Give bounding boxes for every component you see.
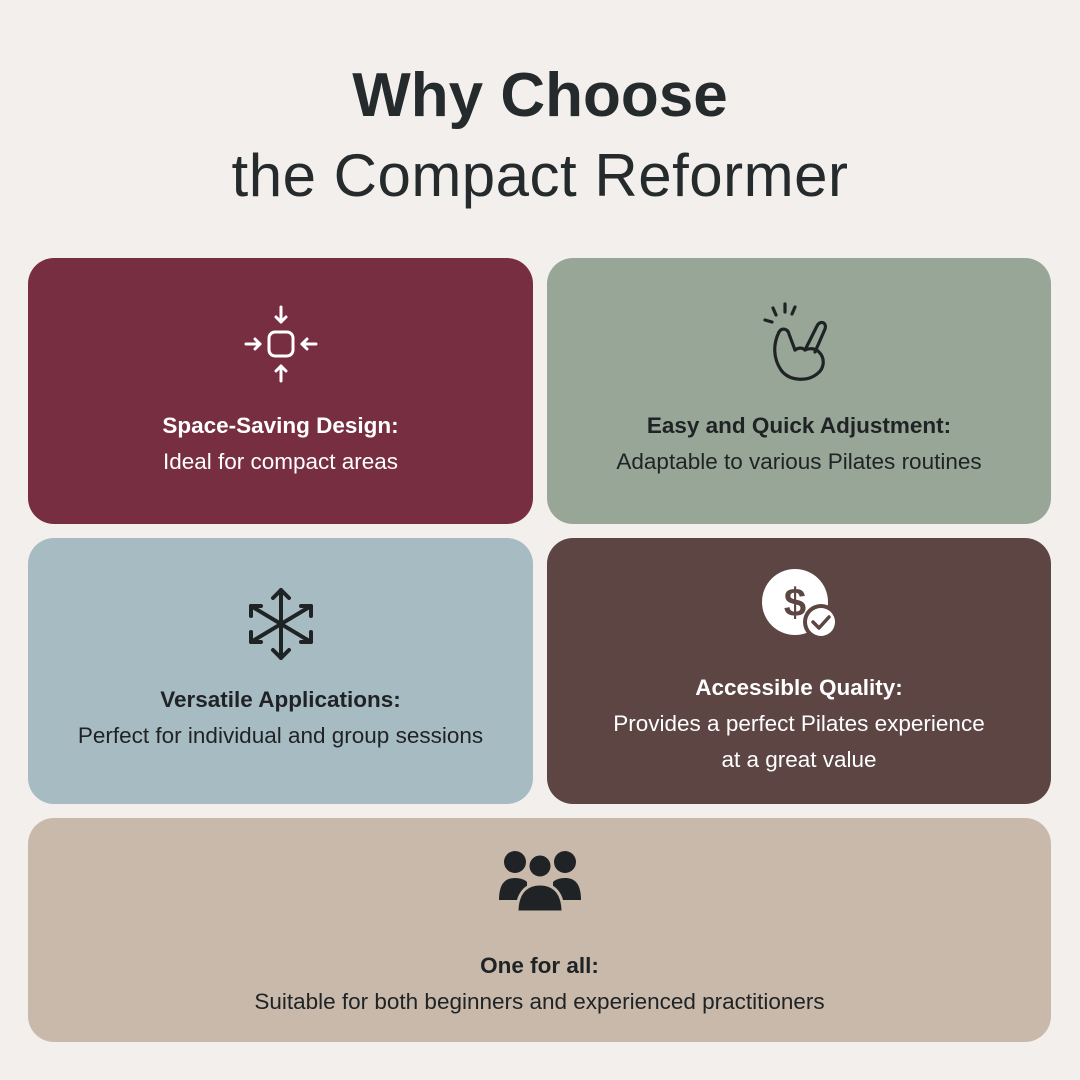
card-description: Adaptable to various Pilates routines [616, 449, 982, 474]
card-heading: Easy and Quick Adjustment: [646, 413, 952, 438]
feature-card-space-saving: Space-Saving Design: Ideal for compact a… [28, 258, 533, 524]
feature-card-accessible-quality: $ Accessible Quality: Provides a perfect… [547, 538, 1051, 804]
dollar-check-icon: $ [762, 569, 839, 640]
group-users-icon [498, 851, 581, 914]
page-title-line-2: the Compact Reformer [231, 142, 849, 209]
card-description: at a great value [721, 747, 877, 772]
svg-text:$: $ [784, 581, 806, 625]
compress-arrows-icon [244, 305, 317, 383]
card-heading: Versatile Applications: [160, 687, 401, 712]
multi-direction-arrows-icon [248, 588, 313, 660]
card-heading: Accessible Quality: [695, 675, 903, 700]
finger-snap-icon [763, 302, 827, 381]
card-description: Perfect for individual and group session… [77, 723, 484, 748]
card-description: Suitable for both beginners and experien… [254, 989, 825, 1014]
feature-card-easy-adjustment: Easy and Quick Adjustment: Adaptable to … [547, 258, 1051, 524]
feature-card-one-for-all: One for all: Suitable for both beginners… [28, 818, 1051, 1042]
card-heading: Space-Saving Design: [162, 413, 399, 438]
card-description: Ideal for compact areas [162, 449, 399, 474]
page-title-line-1: Why Choose [352, 61, 728, 130]
card-heading: One for all: [480, 953, 599, 978]
card-description: Provides a perfect Pilates experience [613, 711, 985, 736]
feature-card-versatile: Versatile Applications: Perfect for indi… [28, 538, 533, 804]
